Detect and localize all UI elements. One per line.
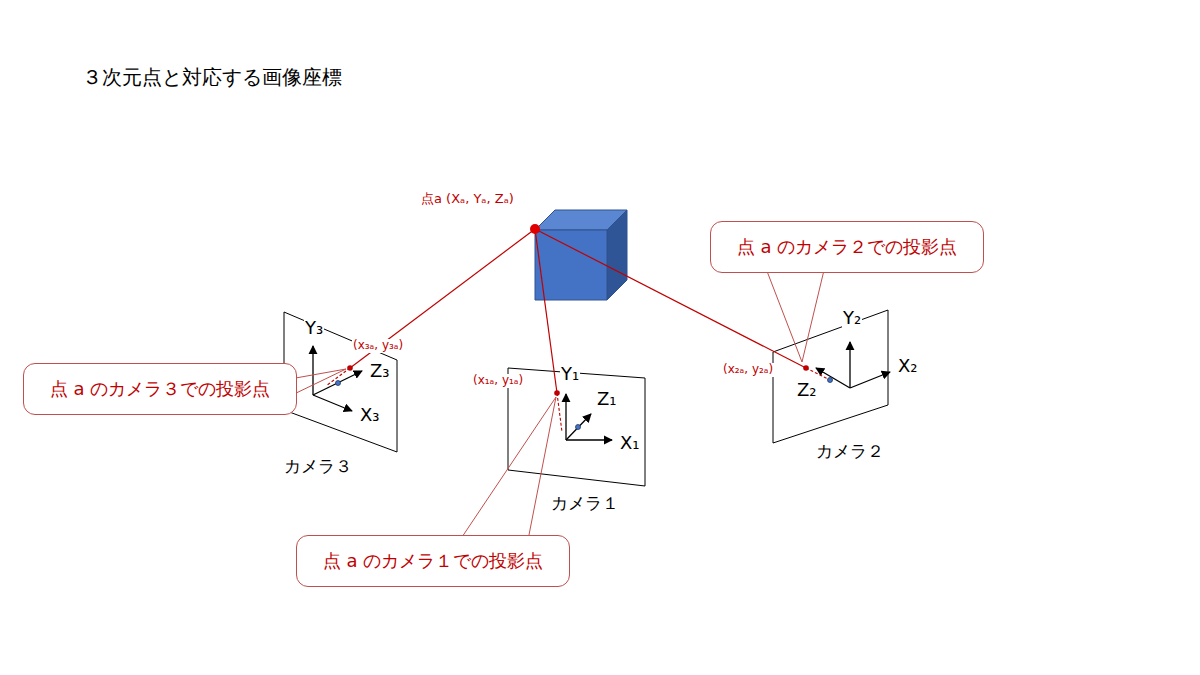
camera-label: カメラ３: [283, 457, 353, 477]
axis-label: Z₃: [369, 361, 391, 382]
camera-label: カメラ２: [815, 442, 885, 462]
camera-plane: [508, 368, 645, 486]
optical-center: [336, 378, 833, 430]
axis-label: Y₂: [842, 308, 862, 329]
callout-text: 点 a のカメラ１での投影点: [323, 550, 543, 572]
callout-text: 点 a のカメラ３での投影点: [50, 378, 270, 400]
axes: [816, 342, 890, 388]
axis-label: Y₃: [304, 318, 324, 339]
point-a: [530, 224, 540, 234]
axis-label: X₃: [359, 405, 381, 426]
axis-label: Z₁: [596, 389, 618, 410]
callout-text: 点 a のカメラ２での投影点: [737, 236, 957, 258]
point-label: 点a (Xₐ, Yₐ, Zₐ): [420, 192, 515, 207]
coordinate-label: (x₁ₐ, y₁ₐ): [472, 374, 524, 388]
diagram-title: ３次元点と対応する画像座標: [82, 64, 342, 91]
camera-label: カメラ１: [550, 494, 620, 514]
callout-box: 点 a のカメラ２での投影点: [710, 221, 984, 273]
cube: [535, 210, 627, 300]
camera-plane: [773, 310, 888, 443]
axis-label: Y₁: [560, 364, 580, 385]
callout-box: 点 a のカメラ３での投影点: [23, 363, 297, 415]
coordinate-label: (x₃ₐ, y₃ₐ): [352, 339, 404, 353]
axis-label: Z₂: [796, 380, 818, 401]
camera-plane: [284, 312, 397, 452]
axis-label: X₂: [897, 356, 919, 377]
axis-label: X₁: [619, 433, 641, 454]
leader-line: [290, 266, 825, 540]
coordinate-label: (x₂ₐ, y₂ₐ): [722, 363, 774, 377]
axes: [313, 346, 362, 411]
callout-box: 点 a のカメラ１での投影点: [296, 535, 570, 587]
